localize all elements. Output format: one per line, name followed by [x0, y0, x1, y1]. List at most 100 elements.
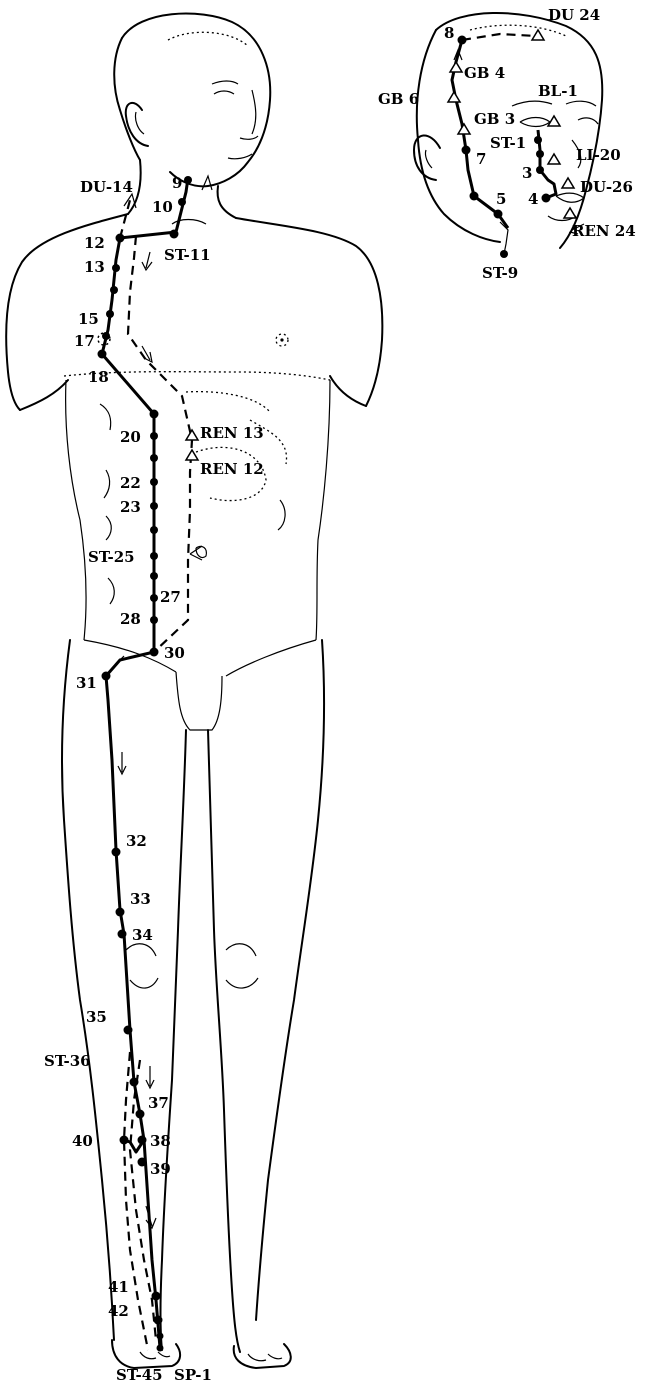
channel-pathway — [102, 178, 188, 1348]
point-23 — [150, 502, 158, 510]
gb4-triangle-icon — [450, 62, 462, 72]
head-inset — [414, 13, 602, 248]
point-42 — [154, 1316, 163, 1325]
point-27 — [150, 594, 158, 602]
point-st36 — [130, 1078, 139, 1087]
label-23: 23 — [120, 498, 141, 516]
label-sp1: SP-1 — [174, 1366, 212, 1382]
label-22: 22 — [120, 474, 141, 492]
label-20: 20 — [120, 428, 141, 446]
label-st1: ST-1 — [490, 134, 526, 152]
point-2 — [536, 150, 544, 158]
label-27: 27 — [160, 588, 181, 606]
point-4 — [542, 194, 551, 203]
point-st9 — [500, 250, 508, 258]
label-5: 5 — [496, 190, 506, 208]
point-19 — [150, 410, 159, 419]
point-30 — [150, 648, 159, 657]
li20-triangle-icon — [548, 154, 560, 164]
label-33: 33 — [130, 890, 151, 908]
label-34: 34 — [132, 926, 153, 944]
point-13 — [112, 264, 120, 272]
labels: DU-14 9 10 ST-11 12 13 15 17 18 20 REN 1… — [44, 6, 636, 1382]
point-24 — [150, 526, 158, 534]
ren13-triangle-icon — [186, 430, 198, 440]
point-st25 — [150, 552, 158, 560]
bl1-triangle-icon — [548, 116, 560, 126]
label-ren24: REN 24 — [572, 222, 636, 240]
point-34 — [118, 930, 127, 939]
label-gb4: GB 4 — [464, 64, 505, 82]
label-42: 42 — [108, 1302, 129, 1320]
label-st9: ST-9 — [482, 264, 518, 282]
point-9 — [184, 176, 192, 184]
label-13: 13 — [84, 258, 105, 276]
label-st36: ST-36 — [44, 1052, 91, 1070]
point-26 — [150, 572, 158, 580]
label-37: 37 — [148, 1094, 169, 1112]
label-18: 18 — [88, 368, 109, 386]
label-li20: LI-20 — [576, 146, 621, 164]
point-31 — [102, 672, 111, 681]
point-35 — [124, 1026, 133, 1035]
label-17: 17 — [74, 332, 95, 350]
ren24-triangle-icon — [564, 208, 576, 218]
label-38: 38 — [150, 1132, 171, 1150]
label-28: 28 — [120, 610, 141, 628]
ren-markers — [186, 430, 202, 560]
label-9: 9 — [172, 174, 182, 192]
label-32: 32 — [126, 832, 147, 850]
point-15 — [106, 310, 114, 318]
gb3-triangle-icon — [458, 124, 470, 134]
point-7 — [462, 146, 471, 155]
label-41: 41 — [108, 1278, 129, 1296]
label-st11: ST-11 — [164, 246, 211, 264]
point-40 — [120, 1136, 129, 1145]
point-20 — [150, 432, 158, 440]
label-st45: ST-45 — [116, 1366, 163, 1382]
point-3 — [536, 166, 544, 174]
point-22 — [150, 478, 158, 486]
point-12 — [116, 234, 125, 243]
point-18 — [98, 350, 107, 359]
point-6 — [470, 192, 479, 201]
point-14 — [110, 286, 118, 294]
label-ren13: REN 13 — [200, 424, 264, 442]
point-38 — [138, 1136, 147, 1145]
label-31: 31 — [76, 674, 97, 692]
label-30: 30 — [164, 644, 185, 662]
point-21 — [150, 454, 158, 462]
label-du14: DU-14 — [80, 178, 133, 196]
label-7: 7 — [476, 150, 486, 168]
point-44 — [157, 1345, 164, 1352]
point-5 — [494, 210, 503, 219]
point-32 — [112, 848, 121, 857]
point-10 — [178, 198, 186, 206]
label-gb6: GB 6 — [378, 90, 419, 108]
label-ren12: REN 12 — [200, 460, 264, 478]
label-du24: DU 24 — [548, 6, 600, 24]
point-st11 — [170, 230, 179, 239]
label-gb3: GB 3 — [474, 110, 515, 128]
point-28 — [150, 616, 158, 624]
point-41 — [152, 1292, 161, 1301]
label-40: 40 — [72, 1132, 93, 1150]
label-39: 39 — [150, 1160, 171, 1178]
label-35: 35 — [86, 1008, 107, 1026]
point-33 — [116, 908, 125, 917]
point-8 — [458, 36, 467, 45]
label-4: 4 — [528, 190, 538, 208]
label-st25: ST-25 — [88, 548, 135, 566]
point-st1 — [534, 136, 542, 144]
point-43 — [157, 1333, 164, 1340]
du24-triangle-icon — [532, 30, 544, 40]
label-15: 15 — [78, 310, 99, 328]
direction-arrows — [116, 176, 212, 1228]
point-37 — [136, 1110, 145, 1119]
point-39 — [138, 1158, 147, 1167]
label-8: 8 — [444, 24, 454, 42]
label-12: 12 — [84, 234, 105, 252]
label-du26: DU-26 — [580, 178, 633, 196]
du26-triangle-icon — [562, 178, 574, 188]
